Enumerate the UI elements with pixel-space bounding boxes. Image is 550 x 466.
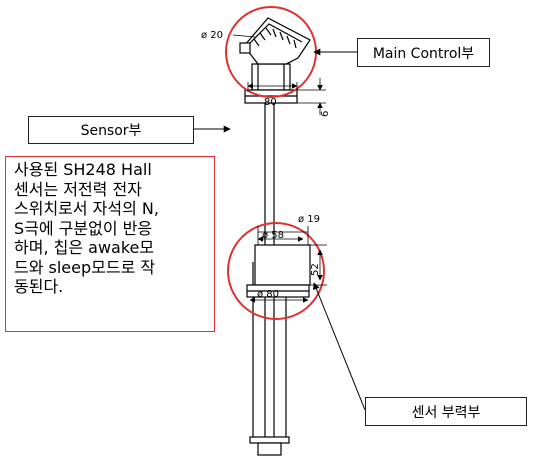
dim-float-height: 52 xyxy=(310,263,321,276)
note-line: 하며, 칩은 awake모 xyxy=(14,238,155,257)
hall-sensor-note: 사용된 SH248 Hall 센서는 저전력 전자 스위치로서 자석의 N, S… xyxy=(5,156,215,332)
note-line: 스위치로서 자석의 N, xyxy=(14,199,159,218)
sensor-label: Sensor부 xyxy=(28,116,194,144)
dim-flange-thickness: 6 xyxy=(320,111,331,117)
note-line: 드와 sleep모드로 작 xyxy=(14,257,156,277)
float-highlight-circle xyxy=(227,222,325,320)
note-line: 동된다. xyxy=(14,277,64,296)
note-line: 센서는 저전력 전자 xyxy=(14,179,142,199)
leader-arrows xyxy=(194,48,366,411)
note-line: S극에 구분없이 반응 xyxy=(14,218,153,238)
dim-flange-width: 80 xyxy=(264,97,277,108)
main-control-label: Main Control부 xyxy=(357,38,490,67)
dim-float-inner: ø 58 xyxy=(262,230,284,241)
note-line: 사용된 SH248 Hall xyxy=(14,160,152,179)
dim-head-diameter: ø 20 xyxy=(201,30,223,41)
head-housing xyxy=(239,17,311,91)
sensor-float-label: 센서 부력부 xyxy=(365,397,527,426)
float-body xyxy=(246,244,311,298)
dim-float-base: ø 80 xyxy=(257,289,279,300)
bottom-foot xyxy=(249,436,290,456)
dim-float-outer: ø 19 xyxy=(298,214,320,225)
